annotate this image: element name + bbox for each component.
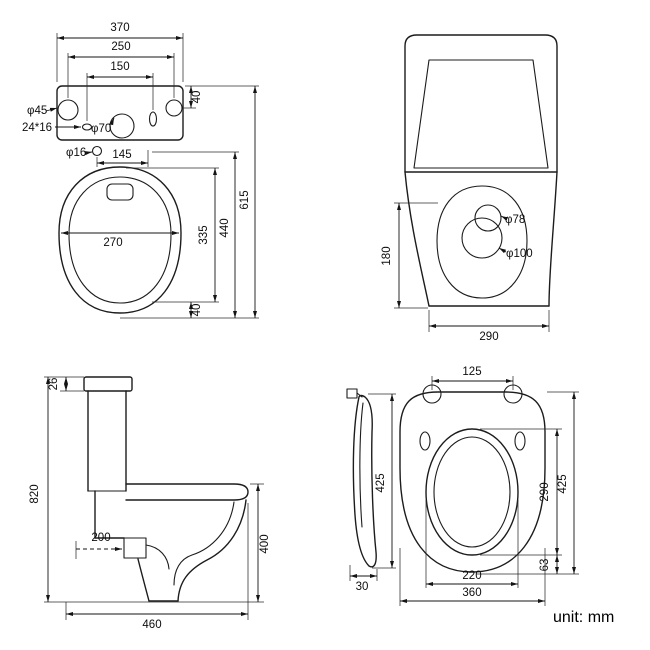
dim-400-label: 400 xyxy=(259,534,271,553)
tank-top-outline xyxy=(56,85,184,141)
dim-200-label: 200 xyxy=(91,532,110,544)
slot-24x16 xyxy=(81,123,93,131)
inlet-hole-70 xyxy=(109,113,135,139)
dim-370-label: 370 xyxy=(110,22,129,34)
seat-hinge-link xyxy=(356,392,363,398)
trap-curve-inner xyxy=(145,544,170,570)
dim-290-label: 290 xyxy=(539,482,551,501)
seat-side-profile xyxy=(125,483,249,501)
hole45-label: φ45 xyxy=(27,105,47,117)
dim-220-label: 220 xyxy=(462,570,481,582)
dim-125-label: 125 xyxy=(462,366,481,378)
seat-opening-outer xyxy=(425,428,519,556)
dim-335-label: 335 xyxy=(198,225,210,244)
leader-hole70 xyxy=(109,117,115,126)
tank-lid-side xyxy=(83,376,133,392)
bowl-outer-outline xyxy=(58,166,182,314)
leader-hole78 xyxy=(500,215,509,221)
dim-26-label: 26 xyxy=(48,378,60,391)
small-slot xyxy=(148,111,158,127)
dim-615-label: 615 xyxy=(239,190,251,209)
seat-view: 425 30 125 290 63 425 220 360 xyxy=(346,366,579,606)
dim-460-label: 460 xyxy=(142,619,161,631)
front-view: φ78 φ100 180 290 xyxy=(381,34,558,343)
slot-label: 24*16 xyxy=(22,122,52,134)
dim-425-side-label: 425 xyxy=(375,473,387,492)
bowl-inner-ring xyxy=(68,176,172,304)
seat-hinge-bracket xyxy=(346,388,358,399)
dim-250-label: 250 xyxy=(111,41,130,53)
seat-opening-inner xyxy=(433,436,511,548)
left-fixing-hole xyxy=(57,99,79,121)
dim-40-bottom-label: 40 xyxy=(191,304,203,317)
hole16-label: φ16 xyxy=(66,147,86,159)
dim-820-label: 820 xyxy=(29,484,41,503)
dim-425-top-label: 425 xyxy=(557,474,569,493)
pedestal-inner-outline xyxy=(436,185,528,299)
body-left-edge xyxy=(404,171,430,307)
body-right-edge xyxy=(548,171,558,307)
unit-label: unit: mm xyxy=(553,609,614,626)
dim-63-label: 63 xyxy=(539,559,551,572)
cistern-face-panel xyxy=(413,59,549,169)
leader-hole45 xyxy=(45,107,58,112)
bowl-hinge-plate xyxy=(106,183,134,201)
trap-curve-outer xyxy=(173,501,235,586)
lid-top-outline xyxy=(399,391,546,573)
dim-180-label: 180 xyxy=(381,246,393,265)
bowl-front-profile xyxy=(177,499,247,602)
dim-360-label: 360 xyxy=(462,587,481,599)
foot-back-profile xyxy=(137,558,150,602)
cistern-outline xyxy=(404,34,558,173)
hole78-label: φ78 xyxy=(505,214,525,226)
right-bumper-slot xyxy=(514,431,526,451)
dim-270-label: 270 xyxy=(103,237,122,249)
seat-hole-16 xyxy=(91,145,103,157)
hole100-label: φ100 xyxy=(506,248,533,260)
seat-side-silhouette xyxy=(352,394,377,568)
left-bumper-slot xyxy=(419,431,431,451)
dim-150-label: 150 xyxy=(110,61,129,73)
outlet-spigot xyxy=(123,537,147,559)
seat-side-inner-line xyxy=(359,402,364,528)
right-fixing-hole xyxy=(165,99,183,117)
dim-40-top-label: 40 xyxy=(191,91,203,104)
dim-290-label: 290 xyxy=(479,331,498,343)
dim-440-label: 440 xyxy=(219,218,231,237)
side-view: 26 820 200 400 460 xyxy=(29,376,271,631)
leader-hole100 xyxy=(498,247,507,254)
leader-hole16 xyxy=(84,151,93,156)
top-plan-view: 370 250 150 φ45 24*16 φ70 φ16 145 270 40… xyxy=(22,22,259,319)
outlet-hole-100 xyxy=(461,217,503,259)
dim-145-label: 145 xyxy=(112,149,131,161)
dim-30-label: 30 xyxy=(356,581,369,593)
hole70-label: φ70 xyxy=(91,123,111,135)
